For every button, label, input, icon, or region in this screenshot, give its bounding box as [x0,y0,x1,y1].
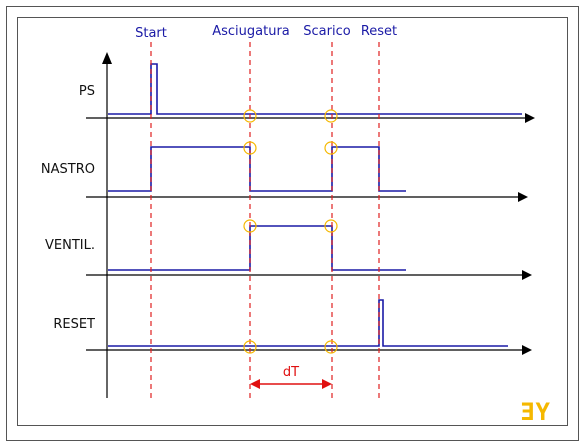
time-axes [86,113,535,355]
waveforms [108,63,522,347]
waveform-ps [108,63,522,115]
event-label-asciugatura: Asciugatura [212,24,290,39]
marker [243,340,257,354]
outer-frame [6,6,579,441]
time-axis-nastro-arrow [518,192,528,202]
marker [324,141,338,155]
waveform-nastro [108,146,406,192]
interval-arrow: dT [250,365,332,389]
marker [324,219,338,233]
signal-label-ps: PS [79,84,95,99]
time-axis-reset-arrow [522,345,532,355]
interval-arrow-right [322,379,332,389]
marker [243,109,257,123]
waveform-ventil [108,225,406,271]
marker [324,109,338,123]
signal-label-ventil: VENTIL. [45,238,95,253]
logo: ƎY [520,398,551,426]
event-label-reset: Reset [361,24,397,39]
time-axis-ventil-arrow [522,270,532,280]
signal-label-nastro: NASTRO [41,162,95,177]
signal-label-reset: RESET [53,317,95,332]
time-axis-ps-arrow [525,113,535,123]
event-label-scarico: Scarico [303,24,350,39]
event-markers [243,109,338,354]
inner-frame [17,17,568,426]
waveform-reset [108,299,508,347]
marker [243,219,257,233]
vertical-axis-arrow [102,52,112,64]
event-label-start: Start [135,26,167,41]
marker [324,340,338,354]
marker [243,141,257,155]
event-lines [150,42,380,398]
interval-label: dT [283,365,299,380]
interval-arrow-left [250,379,260,389]
